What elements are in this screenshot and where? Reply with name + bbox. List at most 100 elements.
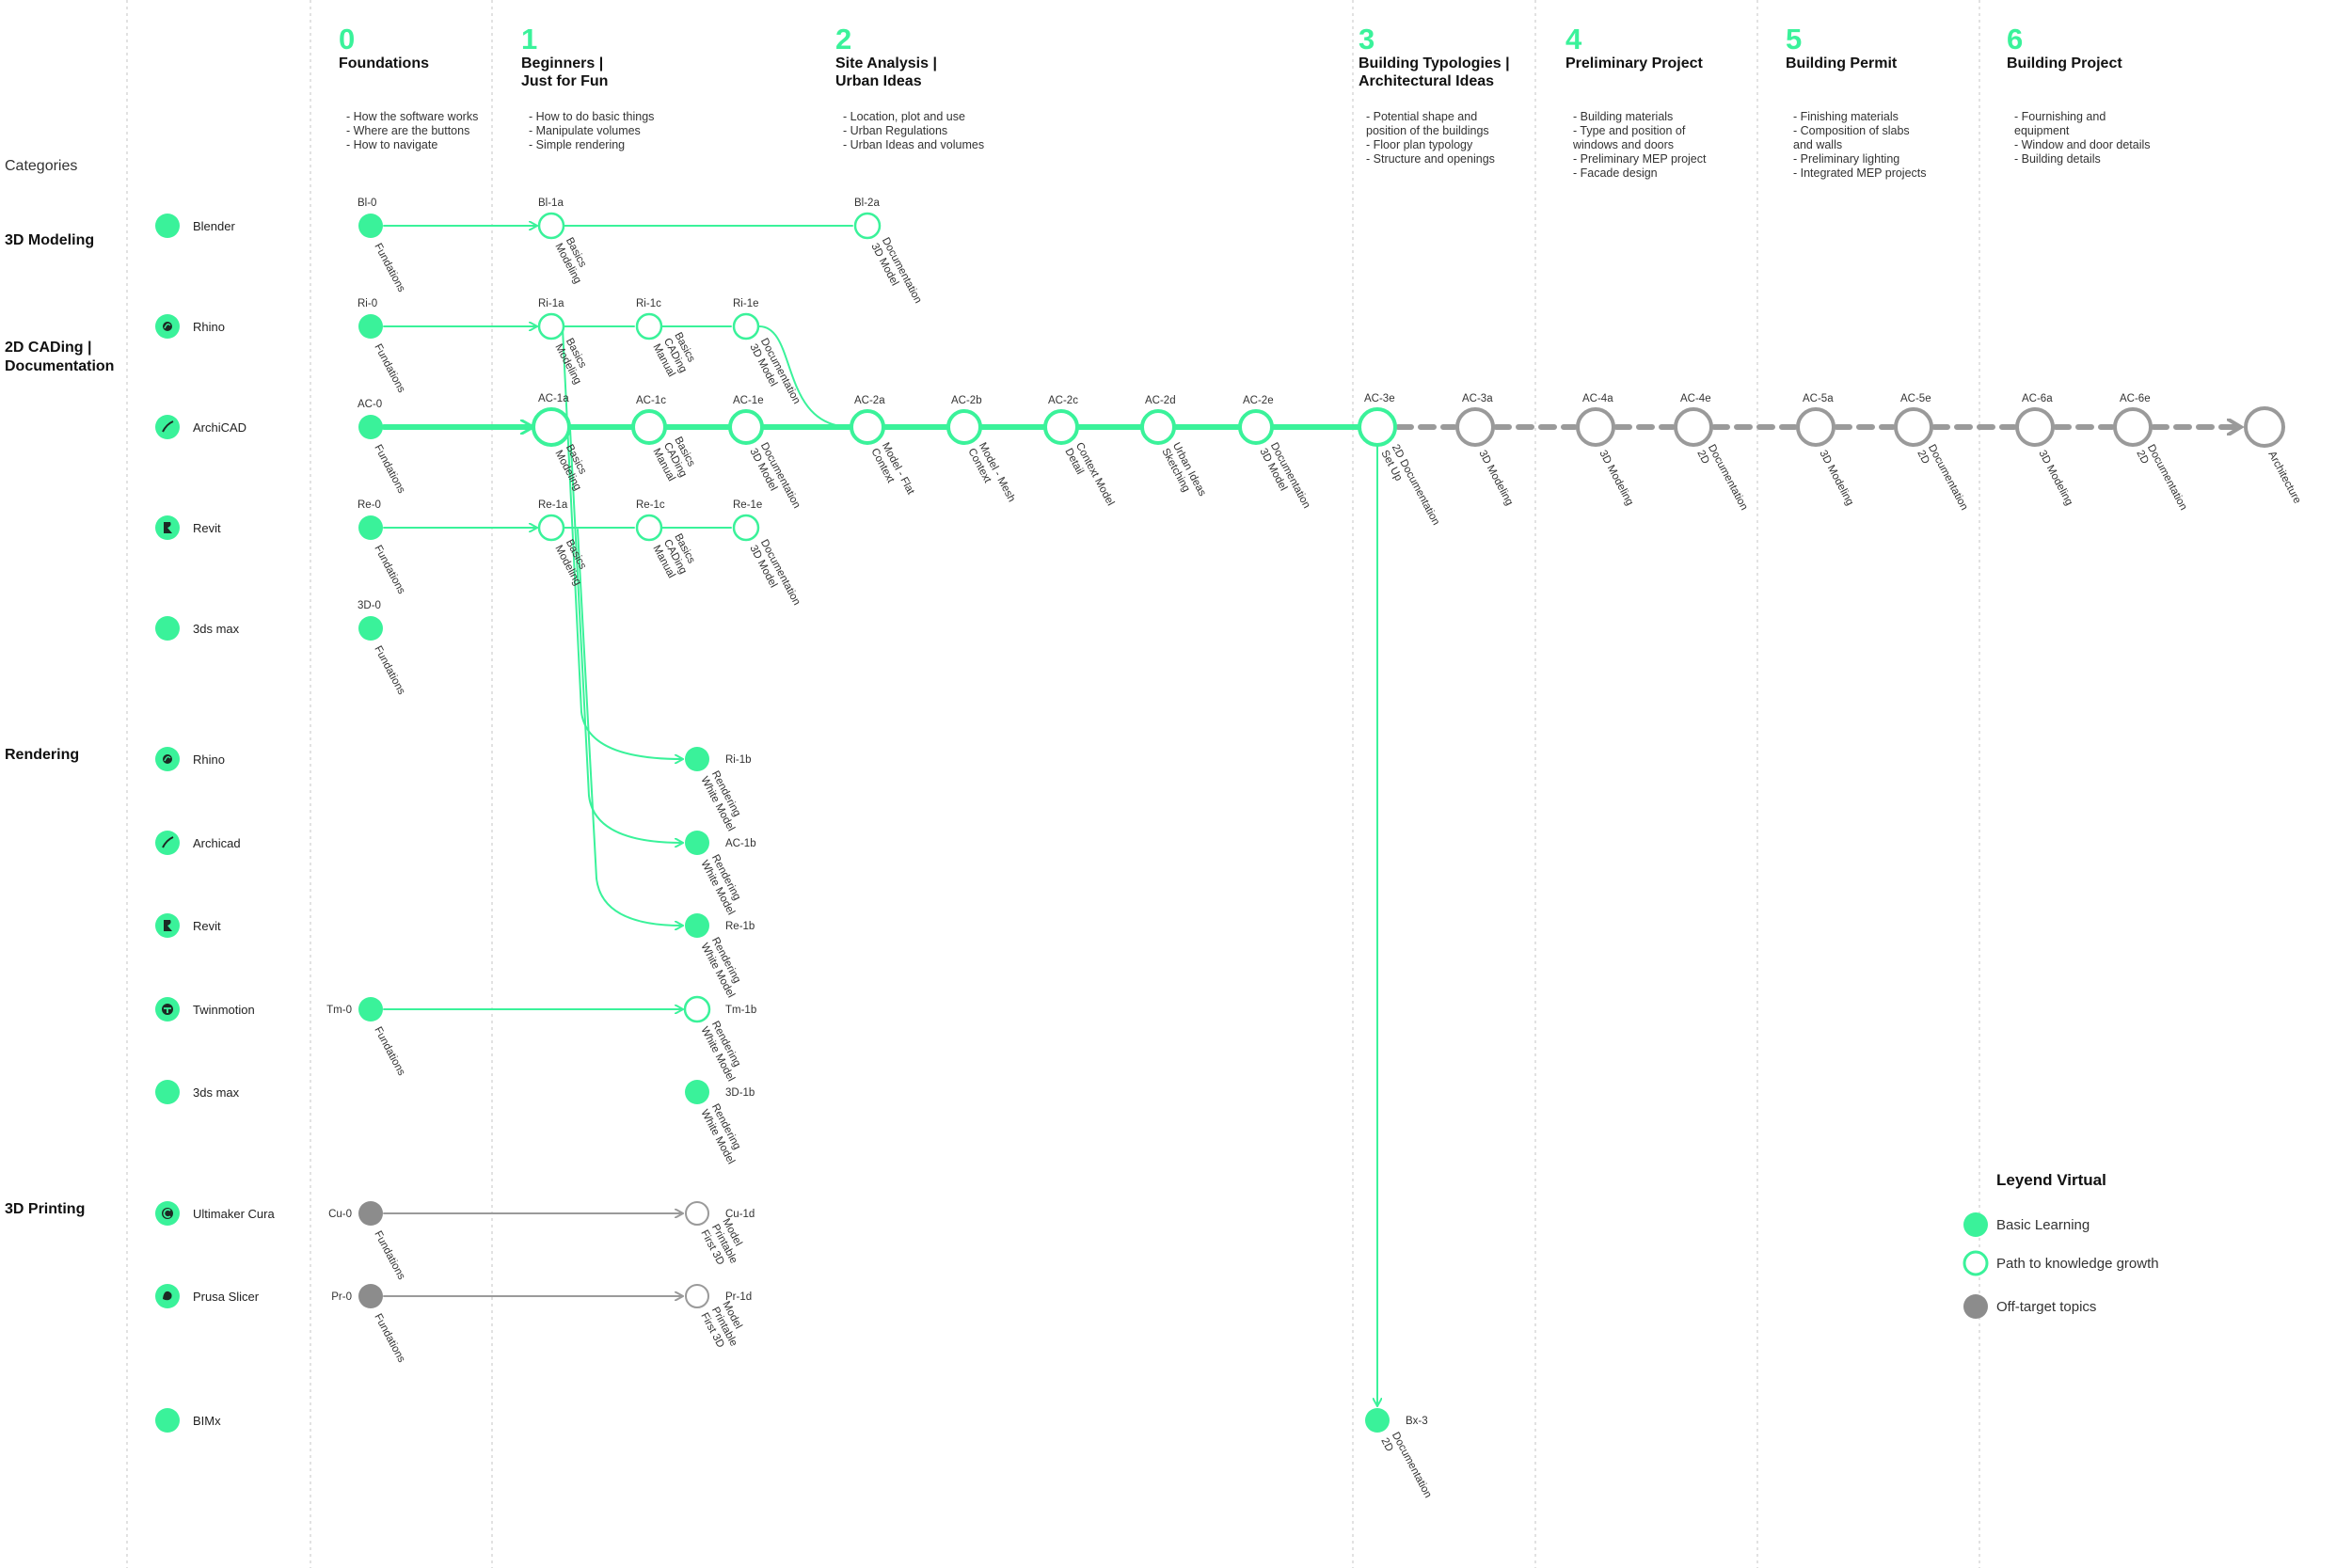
node-dot-filled [685, 913, 709, 938]
software-row-archicad: ArchiCAD [155, 415, 246, 439]
stage-bullet: - Facade design [1573, 166, 1658, 180]
software-row-revit: Revit [155, 515, 221, 540]
software-row-3ds-max: 3ds max [155, 1080, 240, 1104]
rhino-glyph-stroke [164, 323, 171, 329]
node-dot-filled [685, 747, 709, 771]
node-dot-gray-filled [358, 1201, 383, 1226]
node-label-line: Architecture [2265, 450, 2302, 506]
node-dot-gray-open [685, 1201, 709, 1226]
node-code: AC-3e [1364, 393, 1395, 404]
revit-icon [155, 515, 180, 540]
node-dot-open [532, 407, 571, 447]
node-label-line: Fundations [372, 1025, 406, 1078]
node-dot-open [537, 514, 565, 542]
stage-bullet: - Urban Regulations [843, 124, 947, 137]
node-label-line: 3D Modeling [2036, 449, 2074, 508]
node-code: AC-0 [358, 399, 382, 410]
node-label-line: 3D Modeling [1597, 449, 1635, 508]
legend-item-gray-filled: Off-target topics [1963, 1294, 2096, 1319]
revit-icon [155, 913, 180, 938]
stage-bullet: and walls [1793, 138, 1842, 151]
node-code: Re-1c [636, 499, 665, 511]
node-code: Ri-0 [358, 298, 377, 309]
software-name: Twinmotion [193, 1003, 255, 1017]
rhino-glyph-stroke [164, 755, 171, 762]
node-label: 3D Modeling [1817, 449, 1855, 508]
node-arch: Architecture [2244, 406, 2303, 506]
archicad-icon [155, 831, 180, 855]
node-label: Fundations [372, 1229, 406, 1282]
render-curve-edge [562, 327, 682, 759]
categories-header: Categories [5, 158, 77, 174]
software-row-rhino: Rhino [155, 747, 225, 771]
node-dot-filled [358, 515, 383, 540]
node-code: Bl-1a [538, 198, 564, 209]
stage-title: Building Permit [1786, 55, 1898, 71]
node-dot-open [732, 514, 760, 542]
3dsmax-icon [155, 1080, 180, 1104]
node-code: AC-6e [2120, 393, 2151, 404]
node-dot-open [946, 409, 982, 445]
software-name: Archicad [193, 836, 241, 850]
software-row-3ds-max: 3ds max [155, 616, 240, 641]
stage-number: 6 [2007, 23, 2023, 55]
node-label: Fundations [372, 443, 406, 496]
stage-number: 4 [1565, 23, 1582, 55]
node-label-line: Fundations [372, 544, 406, 596]
stage-bullet: - Structure and openings [1366, 152, 1495, 166]
software-row-twinmotion: Twinmotion [155, 997, 255, 1022]
legend-dot-filled [1963, 1212, 1988, 1237]
connection-lines [381, 226, 2240, 1405]
node-code: 3D-0 [358, 600, 381, 611]
legend-title: Leyend Virtual [1996, 1171, 2106, 1189]
stage-bullet: position of the buildings [1366, 124, 1489, 137]
stage-bullet: - How to do basic things [529, 110, 654, 123]
software-name: 3ds max [193, 1085, 240, 1100]
software-name: Revit [193, 521, 221, 535]
node-code: AC-3a [1462, 393, 1493, 404]
stage-bullet: - Preliminary MEP project [1573, 152, 1707, 166]
legend-label: Off-target topics [1996, 1299, 2096, 1315]
software-row-bimx: BIMx [155, 1408, 221, 1433]
node-label: Fundations [372, 1025, 406, 1078]
node-label-line: Fundations [372, 1312, 406, 1365]
software-name: Rhino [193, 752, 225, 767]
stage-number: 5 [1786, 23, 1802, 55]
cura-glyph-stroke [163, 1209, 171, 1218]
archicad-icon [155, 415, 180, 439]
node-code: AC-2b [951, 395, 982, 406]
node-code: AC-6a [2022, 393, 2053, 404]
node-label-line: Documentation [2145, 443, 2189, 513]
node-dot-open [635, 312, 663, 341]
node-label-line: Documentation [1706, 443, 1750, 513]
node-label-line: Fundations [372, 342, 406, 395]
curve-edge [758, 325, 852, 428]
